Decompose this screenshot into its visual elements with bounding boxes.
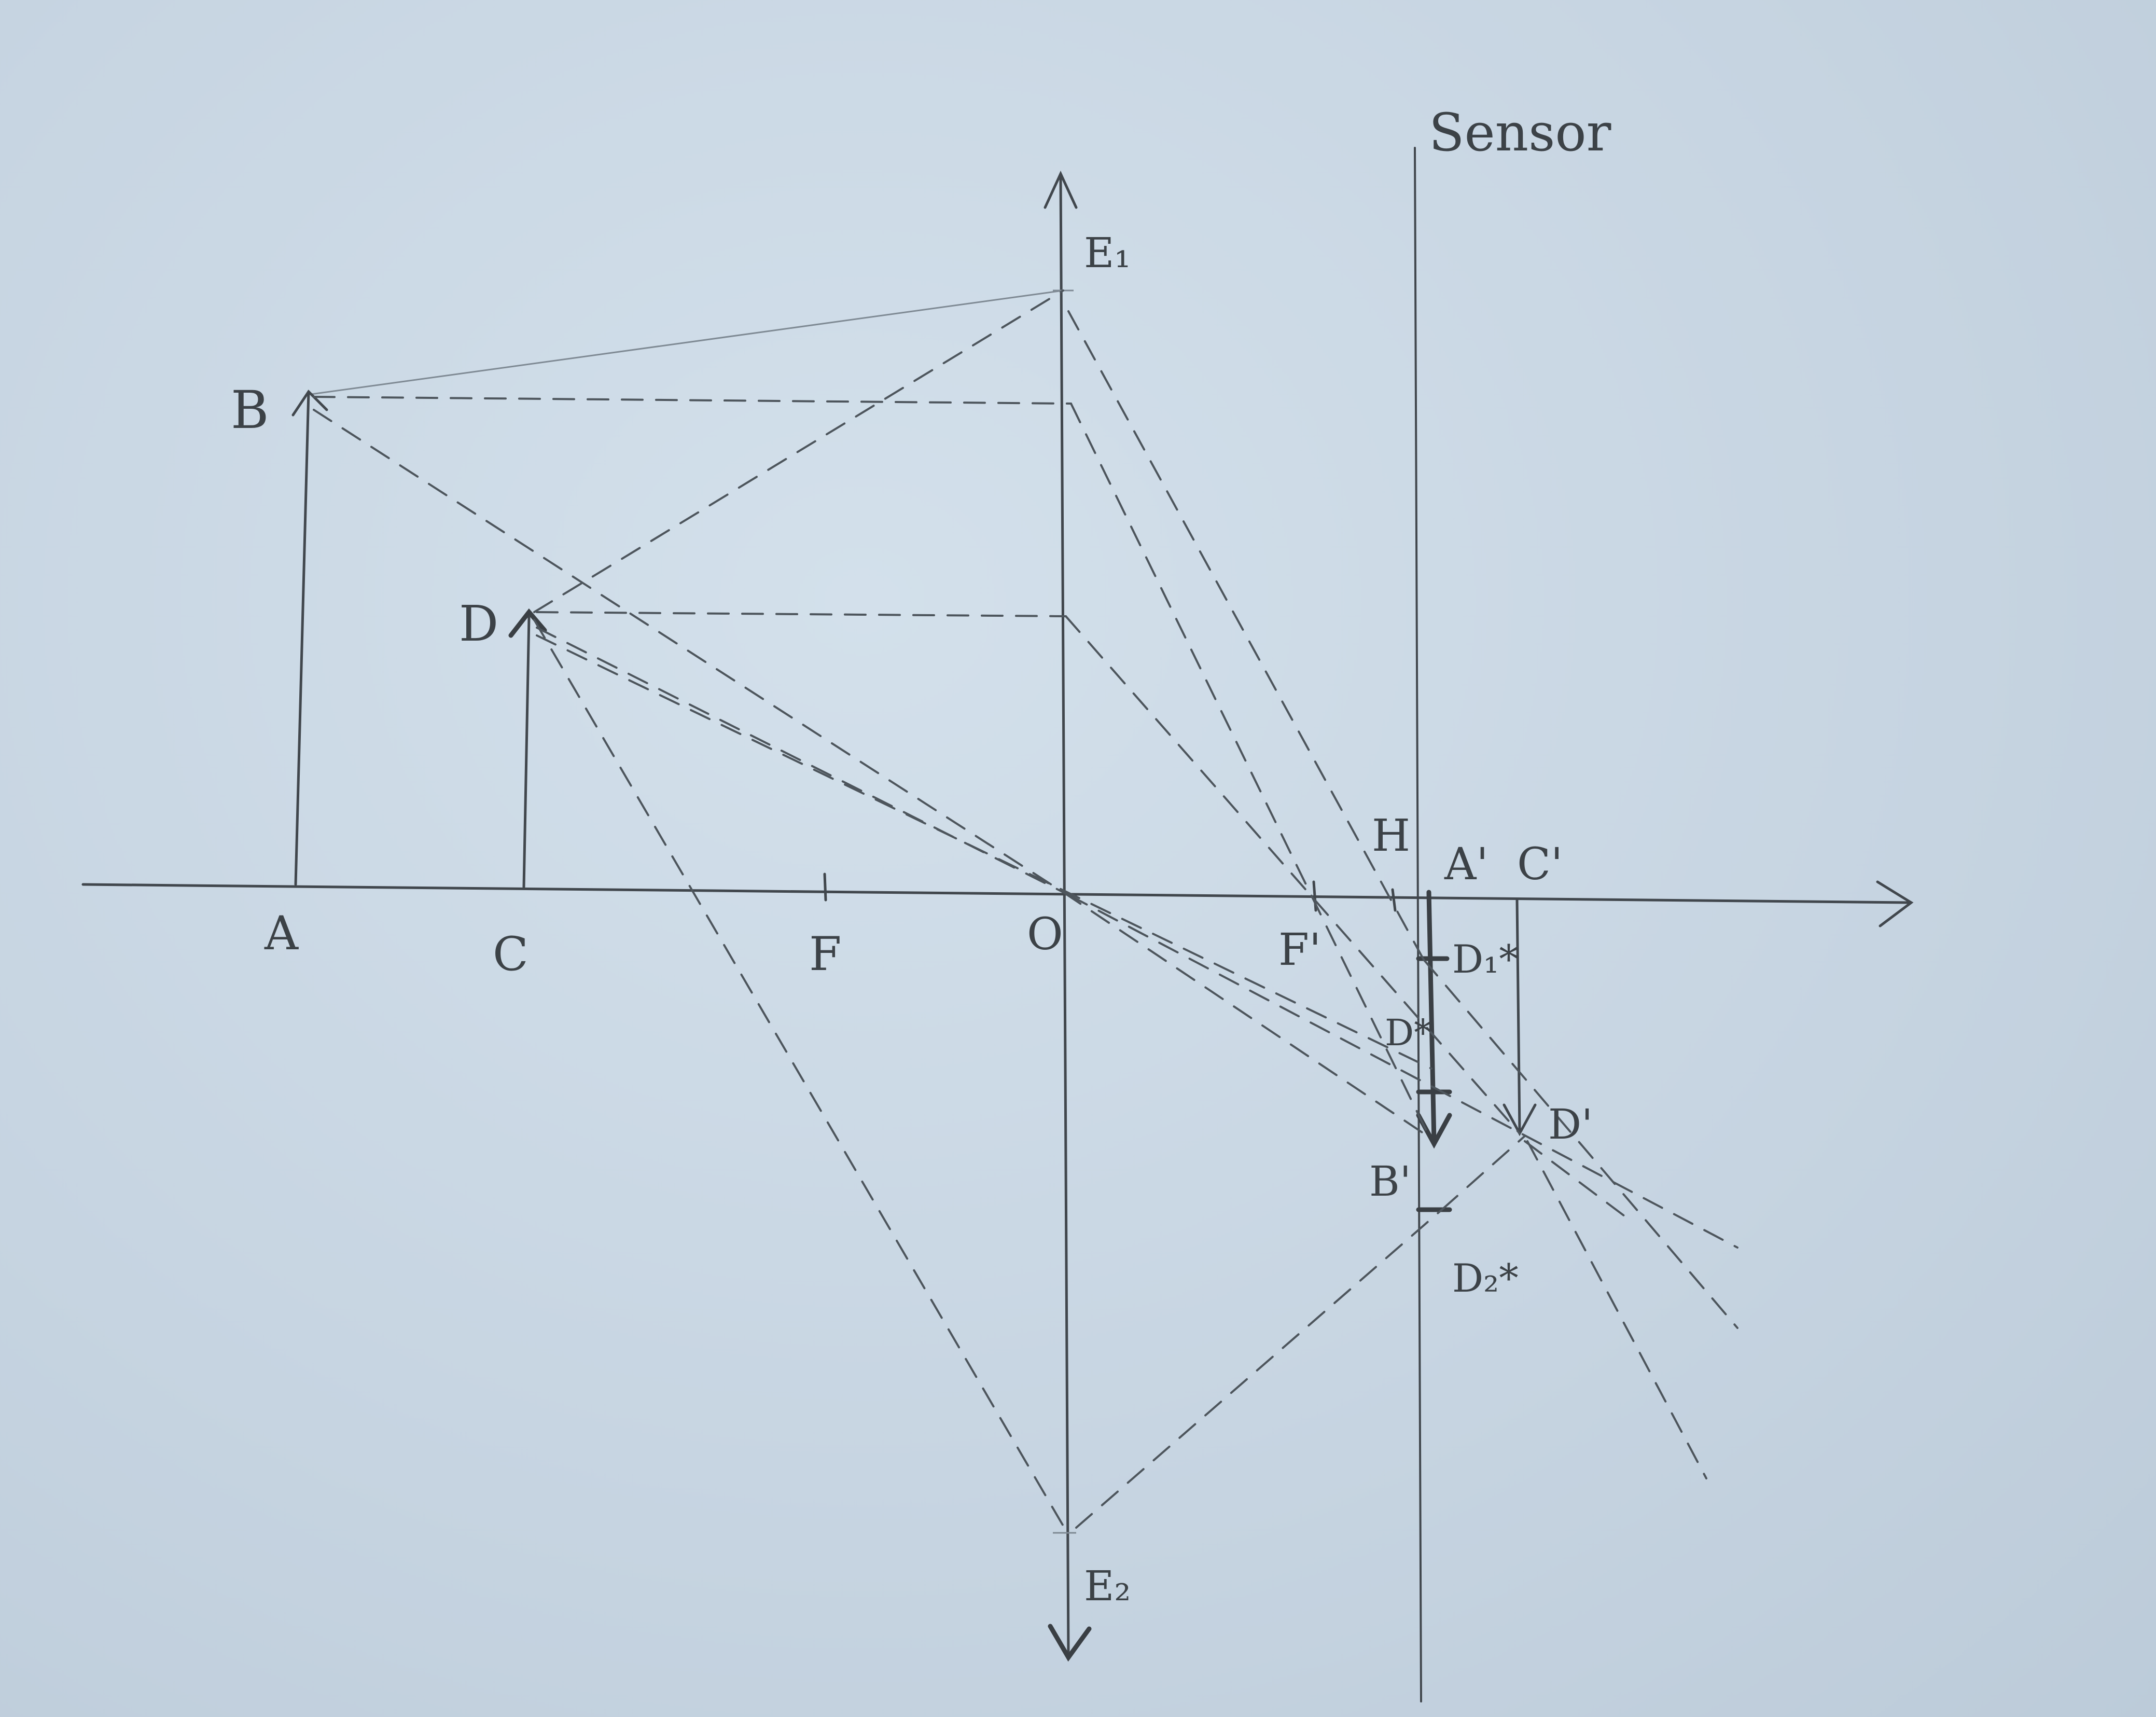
ray-Dprime-continuation-a [1526, 1140, 1707, 1479]
ray-Dprime-continuation-b [1524, 1140, 1630, 1220]
ray-E2-refracted [1075, 1209, 1443, 1529]
label-Bprime: B' [1369, 1157, 1411, 1206]
ray-E2-extension [1441, 1135, 1526, 1211]
ray-O-to-Bprime [1062, 891, 1432, 1140]
ray-D-horizontal [536, 611, 1067, 617]
label-sensor: Sensor [1429, 102, 1611, 163]
label-E1: E₁ [1084, 229, 1131, 277]
sensor-line [1414, 147, 1422, 1702]
lens-axis [1059, 175, 1070, 1656]
ray-E1-extension [1423, 959, 1738, 1329]
object-CD-arrowhead [508, 608, 547, 638]
tick-H [1391, 888, 1397, 912]
ray-D-via-Dstar [536, 634, 1432, 1070]
lens-bottom-arrowhead [1048, 1624, 1092, 1662]
label-D-star: D* [1385, 1012, 1432, 1054]
ray-B-refracted [1070, 403, 1432, 1142]
label-D: D [459, 596, 498, 653]
ray-D-to-E2 [533, 619, 1067, 1531]
image-AprimeBprime [1426, 890, 1437, 1144]
ray-E1-refracted [1067, 310, 1425, 961]
ray-D-to-E1 [533, 289, 1064, 613]
stray-line [311, 289, 1064, 395]
ray-D-through-O [536, 627, 1069, 896]
label-F: F [809, 927, 841, 981]
label-A: A [264, 906, 299, 961]
optical-axis-arrowhead [1876, 880, 1914, 927]
ray-D-refracted [1065, 615, 1521, 1134]
label-H: H [1372, 810, 1410, 862]
ray-O-to-Dprime [1067, 894, 1738, 1249]
label-Cprime: C' [1517, 839, 1563, 890]
label-B: B [231, 380, 269, 440]
label-Dprime: D' [1548, 1100, 1593, 1148]
object-AB [294, 390, 310, 886]
label-D2-star: D₂* [1452, 1255, 1519, 1301]
object-CD [522, 616, 531, 889]
image-CprimeDprime [1515, 898, 1521, 1132]
label-O: O [1027, 909, 1063, 960]
label-D1-star: D₁* [1452, 936, 1519, 982]
ray-B-horizontal [313, 396, 1072, 405]
label-E2: E₂ [1084, 1562, 1131, 1610]
label-Fprime: F' [1278, 924, 1321, 976]
object-AB-arrowhead [291, 390, 328, 417]
ray-B-through-O [313, 409, 1064, 893]
lens-top-arrowhead [1044, 171, 1078, 209]
label-C: C [493, 927, 528, 981]
label-Aprime: A' [1444, 839, 1489, 890]
optical-axis [81, 883, 1910, 904]
tick-F [823, 873, 827, 902]
